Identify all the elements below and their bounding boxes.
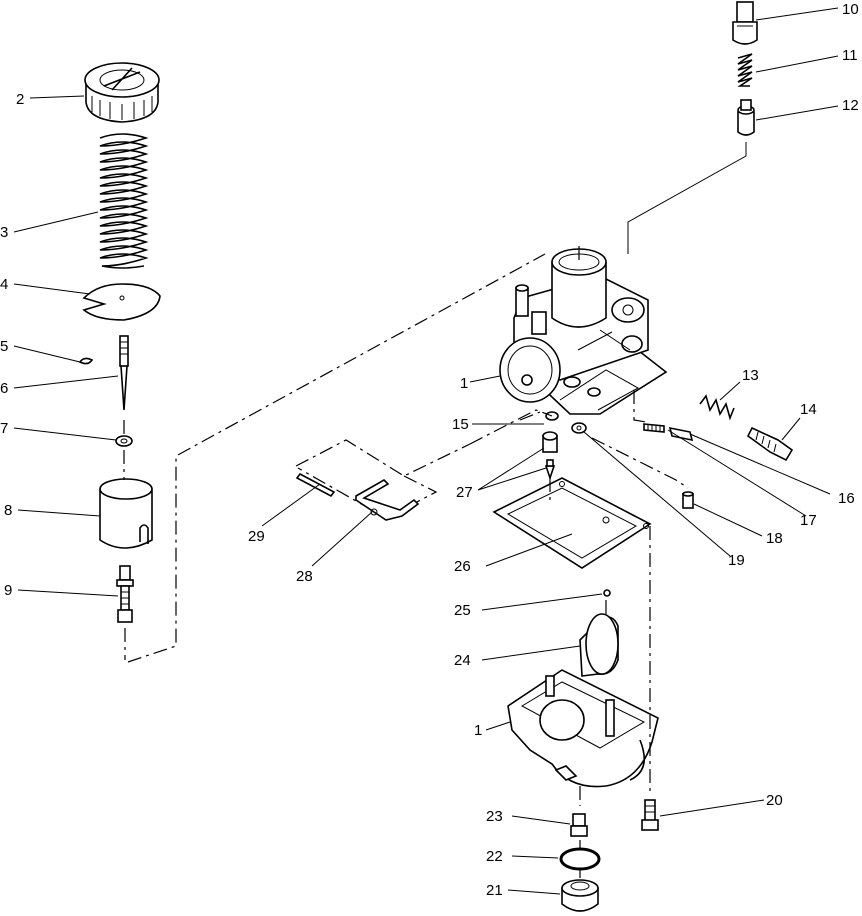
part-20-screw <box>641 799 659 831</box>
part-24-float <box>579 613 619 677</box>
callout-1-bowl: 1 <box>474 722 482 739</box>
part-26-float-bowl-gasket <box>492 477 652 569</box>
part-4-retainer-plate <box>82 283 161 321</box>
part-29-pin <box>295 472 336 498</box>
part-3-spring <box>99 133 149 269</box>
part-13-spring <box>699 394 735 421</box>
callout-19: 19 <box>728 552 745 569</box>
part-14-air-screw <box>746 426 794 462</box>
callout-15: 15 <box>452 416 469 433</box>
part-17-pilot-screw <box>643 423 694 442</box>
callout-11: 11 <box>842 47 858 64</box>
callout-25: 25 <box>454 602 471 619</box>
callout-8: 8 <box>4 502 12 519</box>
callout-26: 26 <box>454 558 471 575</box>
part-10-fitting <box>732 1 758 45</box>
part-18-jet <box>682 491 694 509</box>
part-7-washer <box>115 435 133 447</box>
callout-20: 20 <box>766 792 783 809</box>
callout-5: 5 <box>0 338 8 355</box>
part-5-clip <box>78 357 94 365</box>
callout-24: 24 <box>454 652 471 669</box>
part-9-needle-jet <box>116 565 134 623</box>
part-1-carburetor-body <box>499 248 668 415</box>
callout-4: 4 <box>0 276 8 293</box>
callout-17: 17 <box>800 512 817 529</box>
callout-23: 23 <box>486 808 503 825</box>
part-21-drain-plug <box>561 879 599 912</box>
callout-29: 29 <box>248 528 265 545</box>
part-11-spring <box>737 53 753 87</box>
callout-10: 10 <box>842 1 859 18</box>
part-27-needle-valve <box>542 431 558 481</box>
callout-16: 16 <box>838 490 855 507</box>
callout-18: 18 <box>766 530 783 547</box>
callout-7: 7 <box>0 420 8 437</box>
callout-2: 2 <box>16 91 24 108</box>
callout-28: 28 <box>296 568 313 585</box>
part-28-float-arm <box>355 479 420 521</box>
part-6-jet-needle <box>119 335 129 411</box>
callout-3: 3 <box>0 224 8 241</box>
callout-1-body: 1 <box>460 375 468 392</box>
part-12-plunger <box>737 99 755 136</box>
callout-27: 27 <box>456 484 473 501</box>
part-19-washer <box>571 422 587 434</box>
callout-6: 6 <box>0 380 8 397</box>
callout-21: 21 <box>486 882 503 899</box>
part-2-cap <box>84 62 160 123</box>
callout-13: 13 <box>742 367 759 384</box>
part-8-throttle-slide <box>99 478 153 549</box>
callout-9: 9 <box>4 582 12 599</box>
part-22-o-ring <box>559 847 601 871</box>
callout-12: 12 <box>842 97 859 114</box>
part-23-main-jet <box>570 813 588 837</box>
callout-22: 22 <box>486 848 503 865</box>
part-25-float-pin <box>603 589 611 597</box>
part-1-float-bowl <box>507 669 659 788</box>
callout-14: 14 <box>800 401 817 418</box>
